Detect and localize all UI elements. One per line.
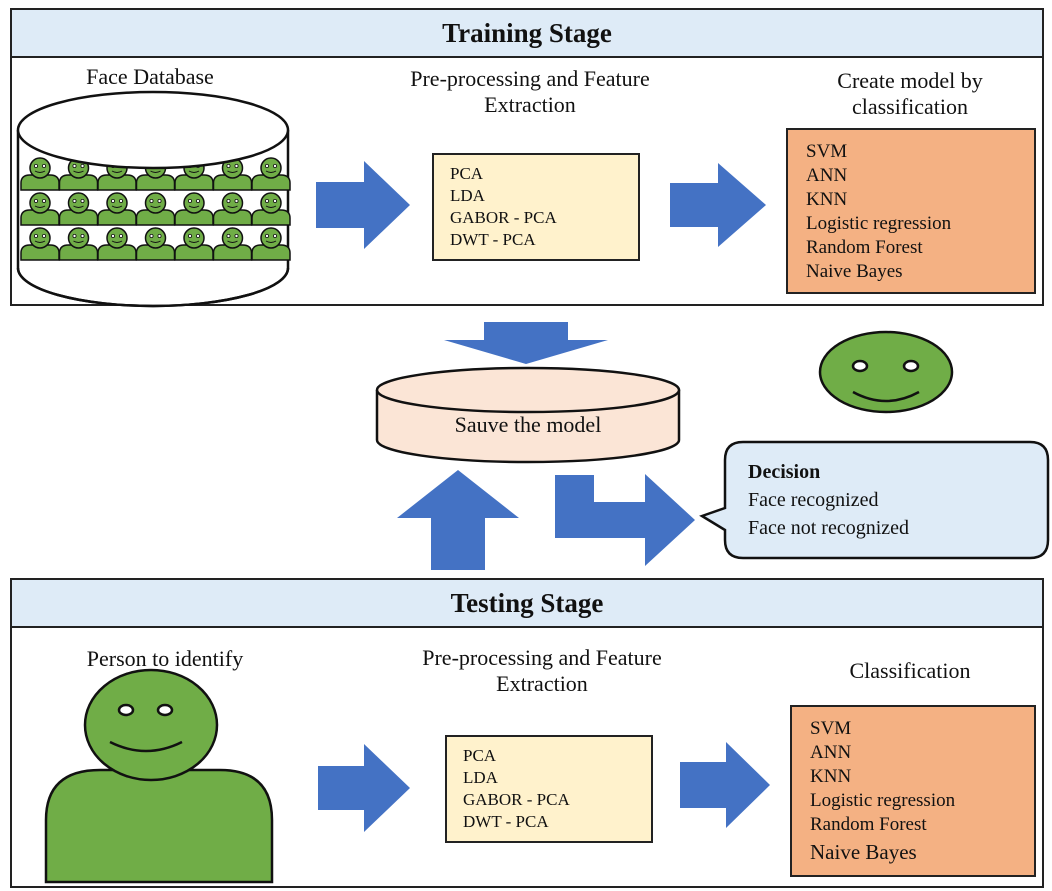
testing-method-item: DWT - PCA [463, 812, 549, 831]
training-classifier-item: Logistic regression [806, 213, 952, 234]
testing-preprocessing-label: Pre-processing and Feature Extraction [372, 645, 712, 697]
small-face-icon [174, 192, 214, 226]
small-face-icon [212, 227, 253, 261]
training-classifier-item: SVM [806, 141, 848, 162]
training-classifier-item: Naive Bayes [806, 261, 903, 282]
training-method-item: GABOR - PCA [450, 208, 557, 227]
arrow-up-icon [397, 470, 519, 570]
smiley-face-icon [818, 330, 954, 414]
decision-option: Face recognized [748, 489, 879, 511]
small-face-icon [97, 227, 137, 261]
person-icon [44, 668, 274, 884]
small-face-icon [251, 192, 291, 226]
decision-callout [699, 440, 1050, 560]
small-face-icon [20, 227, 60, 261]
testing-method-item: PCA [463, 746, 497, 765]
testing-stage-title: Testing Stage [450, 587, 604, 618]
small-face-icon [20, 192, 60, 226]
training-method-item: DWT - PCA [450, 230, 536, 249]
small-face-icon [135, 192, 176, 226]
small-face-icon [212, 192, 253, 226]
training-create-model-line2: classification [851, 94, 969, 119]
testing-method-item: GABOR - PCA [463, 790, 570, 809]
training-create-model-line1: Create model by [837, 68, 983, 93]
training-preprocessing-line1: Pre-processing and Feature [410, 66, 650, 91]
training-preprocessing-label: Pre-processing and Feature Extraction [360, 66, 700, 118]
arrow-right-icon [670, 163, 766, 247]
testing-stage-header: Testing Stage [10, 578, 1044, 628]
person-to-identify-label: Person to identify [86, 646, 244, 671]
small-face-icon [174, 227, 214, 261]
small-face-icon [20, 157, 60, 191]
arrow-down-icon [444, 322, 608, 364]
training-method-item: PCA [450, 164, 484, 183]
small-face-icon [58, 227, 99, 261]
save-model-database [375, 366, 681, 464]
training-classifier-item: KNN [806, 189, 848, 210]
small-face-icon [97, 192, 137, 226]
training-preprocessing-line2: Extraction [484, 92, 576, 117]
decision-title: Decision [748, 461, 821, 483]
training-classifiers-box: SVM ANN KNN Logistic regression Random F… [786, 128, 1036, 294]
testing-classifier-item: ANN [810, 742, 852, 763]
face-database-label: Face Database [86, 64, 214, 89]
training-stage-title: Training Stage [442, 17, 612, 48]
small-face-icon [251, 227, 291, 261]
training-classifier-item: ANN [806, 165, 848, 186]
testing-classifier-item: SVM [810, 718, 852, 739]
testing-preprocessing-line1: Pre-processing and Feature [422, 645, 662, 670]
testing-classifiers-box: SVM ANN KNN Logistic regression Random F… [790, 705, 1036, 877]
face-database-cylinder [16, 90, 291, 308]
training-method-item: LDA [450, 186, 485, 205]
training-create-model-label: Create model by classification [770, 68, 1050, 120]
bent-arrow-icon [555, 474, 695, 566]
small-face-icon [58, 192, 99, 226]
arrow-right-icon [680, 742, 770, 828]
testing-method-item: LDA [463, 768, 498, 787]
training-methods-box: PCA LDA GABOR - PCA DWT - PCA [432, 153, 640, 261]
testing-methods-box: PCA LDA GABOR - PCA DWT - PCA [445, 735, 653, 843]
decision-option: Face not recognized [748, 517, 910, 539]
testing-classifier-item: Naive Bayes [810, 840, 917, 864]
training-classifier-item: Random Forest [806, 237, 923, 258]
decision-text: Decision Face recognized Face not recogn… [748, 458, 909, 542]
testing-classification-label: Classification [849, 658, 971, 683]
testing-classifier-item: KNN [810, 766, 852, 787]
testing-classifier-item: Random Forest [810, 814, 927, 835]
small-face-icon [135, 227, 176, 261]
arrow-right-icon [316, 161, 410, 249]
testing-classifier-item: Logistic regression [810, 790, 956, 811]
arrow-right-icon [318, 744, 410, 832]
small-face-icon [251, 157, 291, 191]
save-model-label: Sauve the model [455, 412, 602, 437]
training-stage-header: Training Stage [10, 8, 1044, 58]
testing-preprocessing-line2: Extraction [496, 671, 588, 696]
